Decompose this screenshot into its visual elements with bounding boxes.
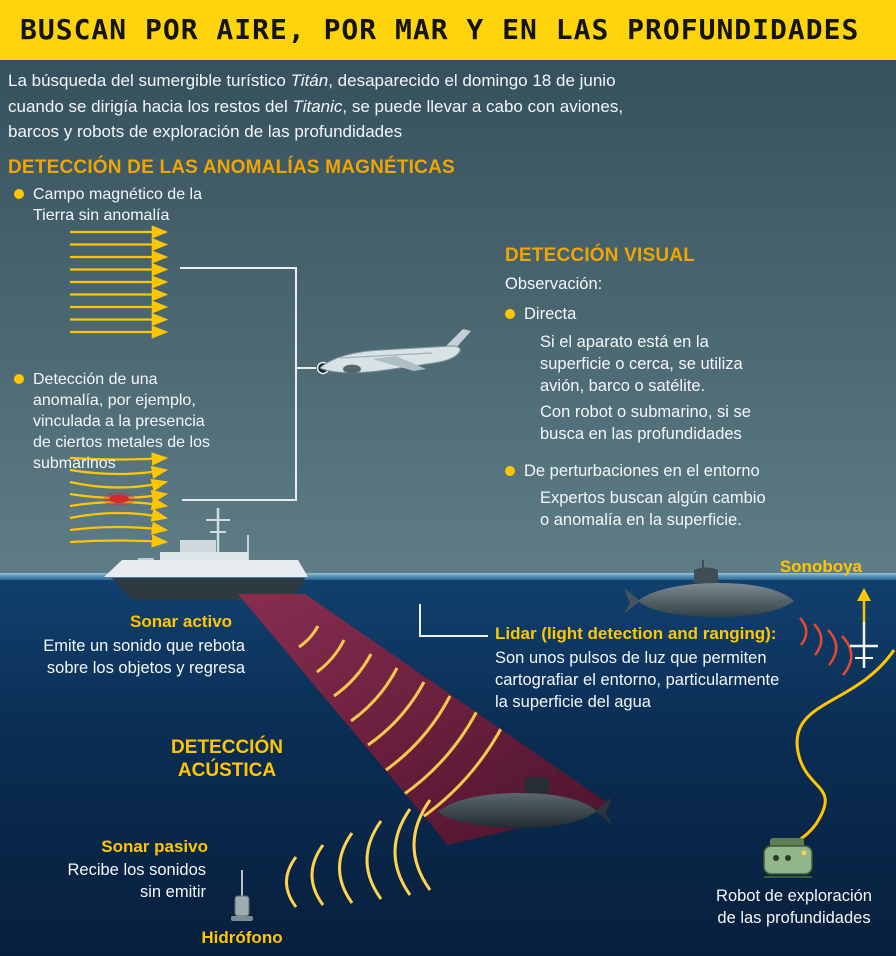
robot-label: Robot de exploración de las profundidade…: [716, 887, 872, 927]
waterline: [0, 573, 896, 580]
bullet-dot-icon: [14, 374, 24, 384]
hydrophone-label: Hidrófono: [201, 928, 283, 947]
intro-titan: Titán: [290, 71, 329, 90]
intro-part2: , desaparecido el domingo 18 de junio cu…: [8, 71, 616, 116]
active-sonar-label: Sonar activo: [130, 612, 233, 631]
magnetic-bullet-2-label: Detección de una anomalía, por ejemplo, …: [33, 371, 210, 473]
visual-bullet-direct: Directa: [505, 304, 705, 326]
bullet-dot-icon: [505, 309, 515, 319]
sky-background: [0, 60, 896, 575]
intro-part1: La búsqueda del sumergible turístico: [8, 71, 291, 90]
visual-bullet-perturbations-label: De perturbaciones en el entorno: [524, 462, 760, 480]
bullet-dot-icon: [505, 466, 515, 476]
sonobuoy-label: Sonoboya: [779, 557, 862, 576]
visual-text-direct-1: Si el aparato está en la superficie o ce…: [540, 333, 743, 395]
intro-part3: , se puede llevar a cabo con aviones, ba…: [8, 96, 624, 142]
visual-text-perturbations: Expertos buscan algún cambio o anomalía …: [540, 489, 766, 529]
magnetic-bullet-1: Campo magnético de la Tierra sin anomalí…: [14, 184, 229, 226]
acoustic-title-line1: DETECCIÓN: [171, 737, 283, 758]
page-title: BUSCAN POR AIRE, POR MAR Y EN LAS PROFUN…: [20, 13, 860, 46]
bullet-dot-icon: [14, 189, 24, 199]
magnetic-bullet-1-label: Campo magnético de la Tierra sin anomalí…: [33, 186, 202, 225]
visual-bullet-perturbations: De perturbaciones en el entorno: [505, 461, 795, 483]
visual-bullet-direct-label: Directa: [524, 305, 577, 323]
passive-sonar-text: Recibe los sonidos sin emitir: [67, 861, 207, 901]
header-bar: BUSCAN POR AIRE, POR MAR Y EN LAS PROFUN…: [0, 0, 896, 60]
lidar-label: Lidar (light detection and ranging):: [495, 624, 777, 643]
intro-paragraph: La búsqueda del sumergible turístico Tit…: [8, 68, 648, 145]
visual-text-direct-2: Con robot o submarino, si se busca en la…: [540, 403, 751, 443]
acoustic-section-title: DETECCIÓN ACÚSTICA: [132, 736, 322, 782]
magnetic-section-title: DETECCIÓN DE LAS ANOMALÍAS MAGNÉTICAS: [8, 157, 455, 178]
acoustic-title-line2: ACÚSTICA: [177, 760, 277, 782]
intro-titanic: Titanic: [292, 96, 343, 116]
magnetic-bullet-2: Detección de una anomalía, por ejemplo, …: [14, 369, 226, 475]
visual-section-title: DETECCIÓN VISUAL: [505, 245, 696, 266]
lidar-text: Son unos pulsos de luz que permiten cart…: [495, 649, 780, 711]
active-sonar-text: Emite un sonido que rebota sobre los obj…: [43, 637, 245, 677]
visual-observation-label: Observación:: [505, 275, 603, 293]
passive-sonar-label: Sonar pasivo: [101, 837, 208, 856]
